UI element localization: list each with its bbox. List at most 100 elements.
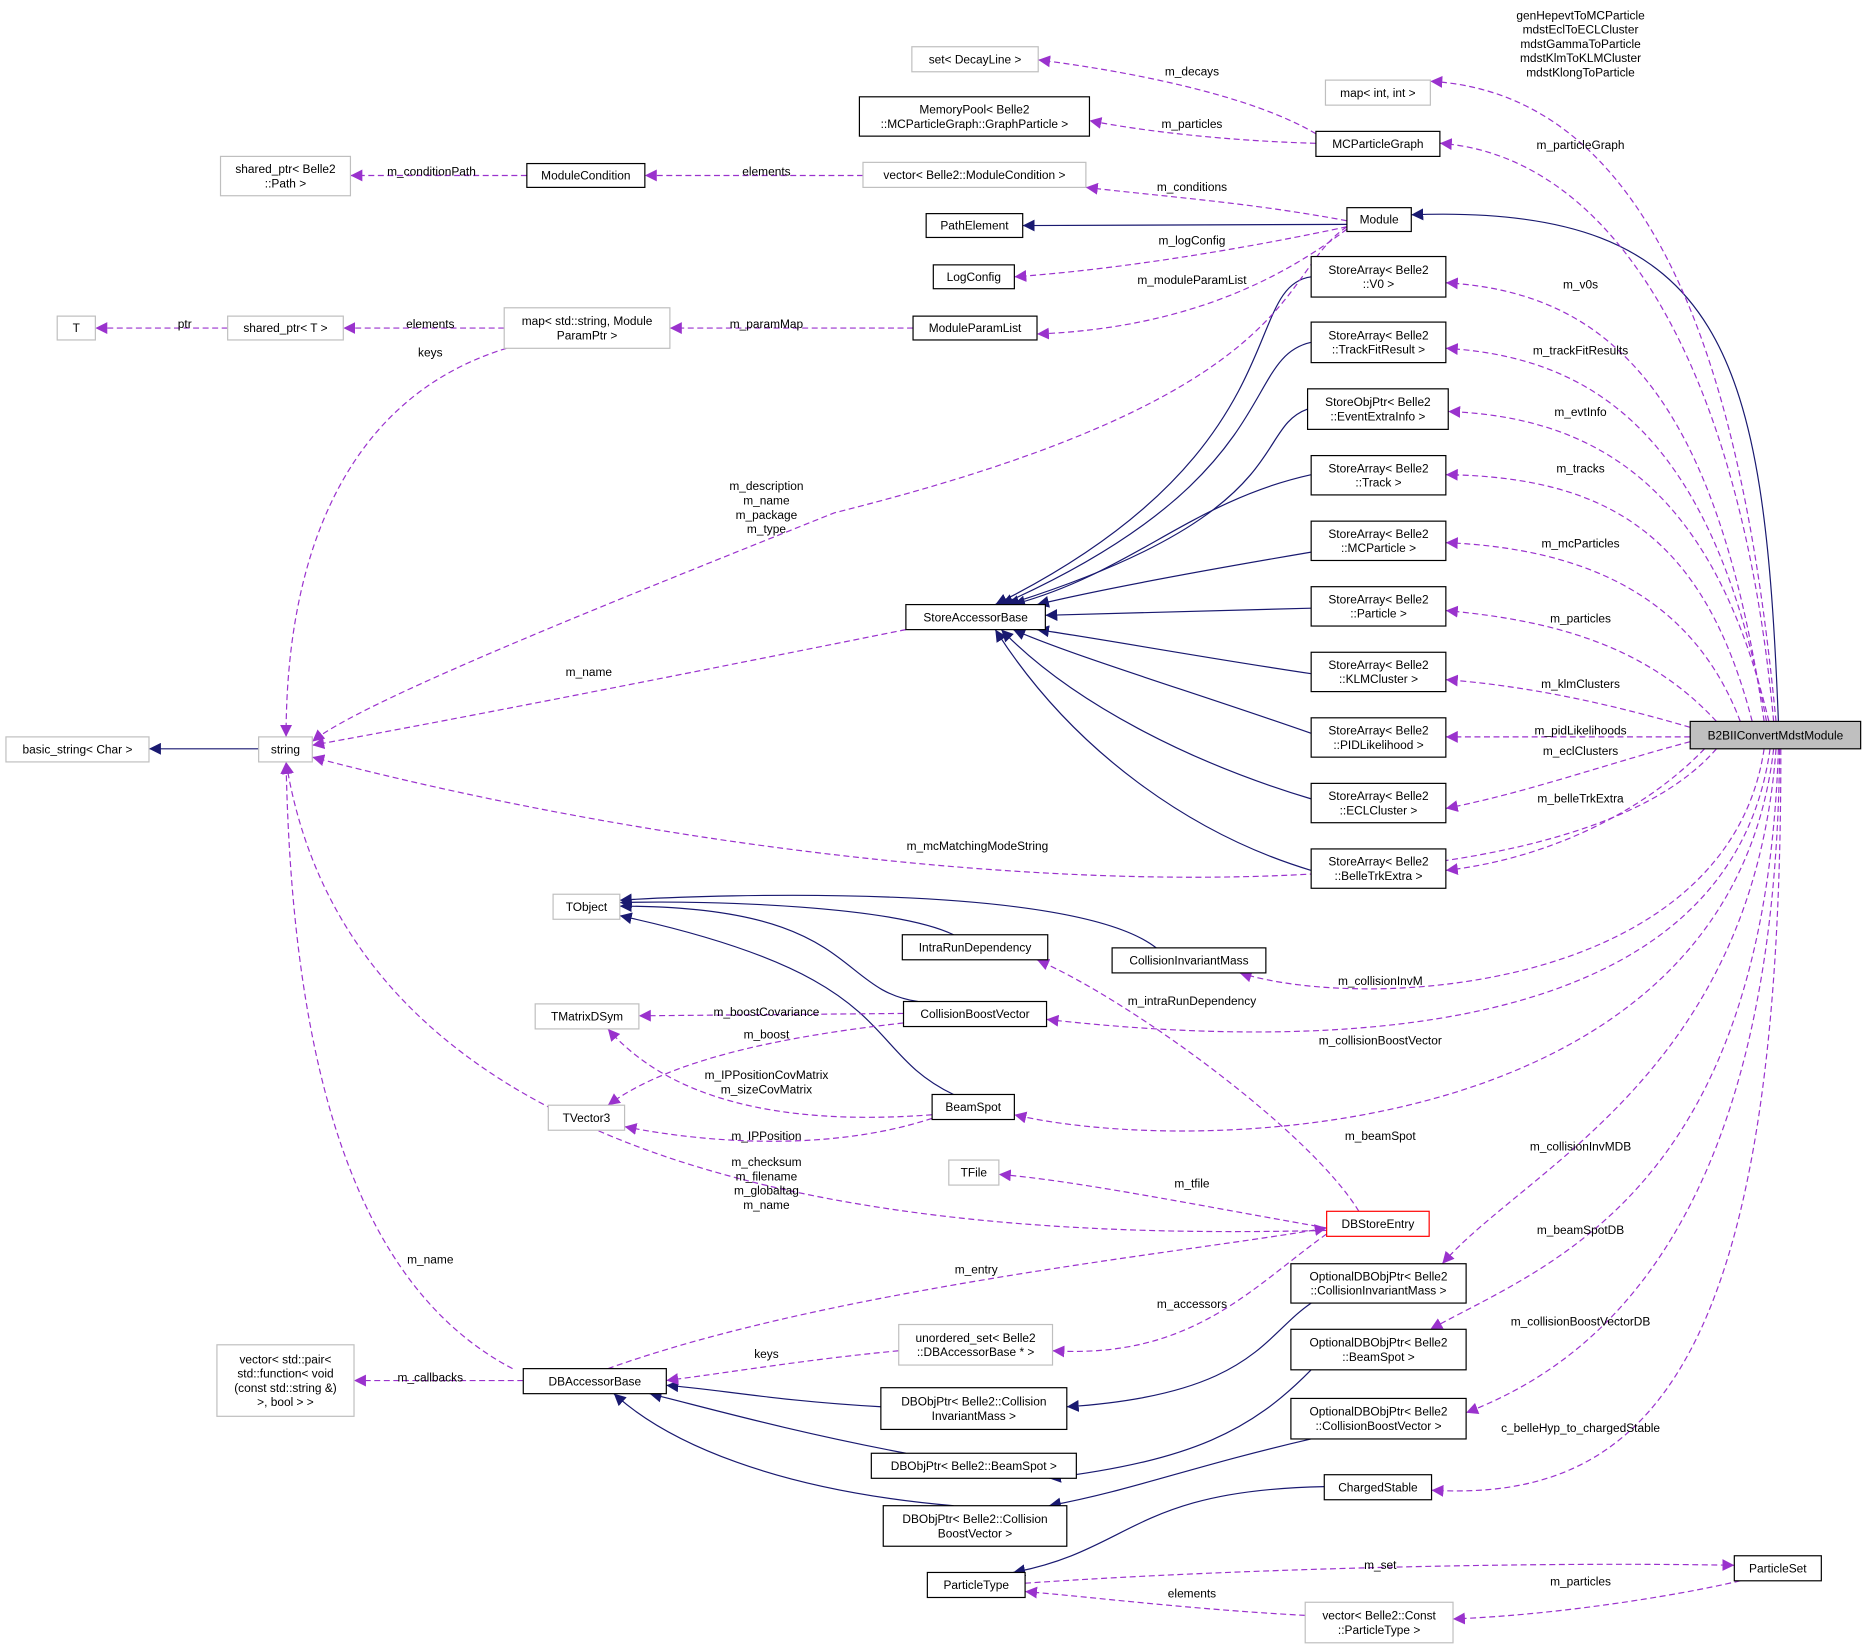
edge-label: m_mcParticles bbox=[1542, 536, 1620, 550]
class-node-basic-string[interactable]: basic_string< Char > bbox=[5, 736, 150, 763]
class-node-intrarundependency[interactable]: IntraRunDependency bbox=[901, 934, 1049, 961]
class-node-b2bii[interactable]: B2BIIConvertMdstModule bbox=[1689, 720, 1862, 750]
node-box bbox=[1310, 782, 1447, 824]
class-node-dbobj-cbv[interactable]: DBObjPtr< Belle2::CollisionBoostVector > bbox=[882, 1505, 1068, 1547]
node-label: BeamSpot bbox=[945, 1100, 1001, 1114]
node-label: set< DecayLine > bbox=[929, 52, 1022, 66]
class-node-modulecondition[interactable]: ModuleCondition bbox=[526, 162, 646, 188]
class-node-collisioninvariantmass[interactable]: CollisionInvariantMass bbox=[1111, 947, 1267, 974]
node-box bbox=[552, 893, 621, 920]
class-node-vector-modulecondition[interactable]: vector< Belle2::ModuleCondition > bbox=[862, 161, 1087, 188]
class-node-t[interactable]: T bbox=[56, 315, 96, 341]
edge-label: m_checksum bbox=[731, 1155, 801, 1169]
node-box bbox=[932, 264, 1015, 290]
node-box bbox=[858, 96, 1091, 137]
edge-label: m_belleTrkExtra bbox=[1537, 791, 1624, 805]
edge-label: m_entry bbox=[955, 1262, 998, 1276]
node-label: ::V0 > bbox=[1363, 277, 1394, 291]
usage-edge-e-entry bbox=[607, 1224, 1327, 1370]
usage-edge-e-mcparticles bbox=[1445, 537, 1741, 722]
node-box bbox=[925, 213, 1024, 239]
node-label: OptionalDBObjPtr< Belle2 bbox=[1310, 1336, 1448, 1350]
class-node-logconfig[interactable]: LogConfig bbox=[932, 264, 1015, 290]
node-box bbox=[1310, 321, 1447, 364]
node-box bbox=[216, 1344, 355, 1417]
class-node-storearray-belletrkextra[interactable]: StoreArray< Belle2::BelleTrkExtra > bbox=[1310, 848, 1447, 889]
class-node-storearray-pidlikelihood[interactable]: StoreArray< Belle2::PIDLikelihood > bbox=[1310, 717, 1447, 758]
class-node-optdb-cbv[interactable]: OptionalDBObjPtr< Belle2::CollisionBoost… bbox=[1290, 1397, 1467, 1440]
usage-edge-e-boost bbox=[607, 1022, 904, 1106]
class-node-chargedstable[interactable]: ChargedStable bbox=[1323, 1474, 1433, 1501]
node-label: ::Track > bbox=[1355, 476, 1401, 490]
usage-edge-e-sab-name bbox=[312, 629, 907, 749]
class-node-vector-pair[interactable]: vector< std::pair<std::function< void(co… bbox=[216, 1344, 355, 1417]
class-node-dbstoreentry[interactable]: DBStoreEntry bbox=[1326, 1210, 1430, 1237]
class-node-memorypool[interactable]: MemoryPool< Belle2::MCParticleGraph::Gra… bbox=[858, 96, 1091, 137]
class-node-pathelement[interactable]: PathElement bbox=[925, 213, 1024, 239]
class-node-moduleparamlist[interactable]: ModuleParamList bbox=[912, 315, 1038, 341]
class-node-storeaccessorbase[interactable]: StoreAccessorBase bbox=[905, 603, 1046, 631]
class-node-storearray-trackfitresult[interactable]: StoreArray< Belle2::TrackFitResult > bbox=[1310, 321, 1447, 364]
node-label: ModuleParamList bbox=[929, 321, 1022, 335]
class-node-beamspot[interactable]: BeamSpot bbox=[931, 1093, 1015, 1121]
edge-label: m_trackFitResults bbox=[1533, 343, 1628, 357]
node-label: ::Particle > bbox=[1350, 607, 1407, 621]
class-node-collisionboostvector[interactable]: CollisionBoostVector bbox=[902, 1000, 1048, 1028]
usage-edge-e-cimdb bbox=[1441, 748, 1777, 1265]
usage-edge-e-klmclusters bbox=[1445, 674, 1691, 728]
class-node-storearray-particle[interactable]: StoreArray< Belle2::Particle > bbox=[1310, 586, 1447, 627]
usage-edge-e-conditions bbox=[1085, 182, 1348, 222]
class-node-storearray-track[interactable]: StoreArray< Belle2::Track > bbox=[1310, 454, 1447, 496]
node-label: TObject bbox=[566, 900, 608, 914]
class-node-map-int-int[interactable]: map< int, int > bbox=[1324, 79, 1431, 106]
class-node-particleset[interactable]: ParticleSet bbox=[1733, 1555, 1822, 1582]
class-node-shared-ptr-t[interactable]: shared_ptr< T > bbox=[227, 315, 344, 341]
node-label: LogConfig bbox=[947, 270, 1001, 284]
class-node-tfile[interactable]: TFile bbox=[948, 1159, 1000, 1186]
edge-label: keys bbox=[418, 346, 443, 360]
class-node-vector-const-particletype[interactable]: vector< Belle2::Const::ParticleType > bbox=[1304, 1601, 1454, 1644]
node-label: ParticleSet bbox=[1749, 1561, 1807, 1575]
class-node-set-decayline[interactable]: set< DecayLine > bbox=[911, 46, 1039, 73]
node-label: IntraRunDependency bbox=[919, 940, 1032, 954]
class-node-storeobjptr-eventextrainfo[interactable]: StoreObjPtr< Belle2::EventExtraInfo > bbox=[1306, 388, 1449, 430]
node-label: DBObjPtr< Belle2::Collision bbox=[902, 1512, 1047, 1526]
class-node-unordered-set[interactable]: unordered_set< Belle2::DBAccessorBase * … bbox=[898, 1323, 1054, 1366]
node-label: StoreArray< Belle2 bbox=[1328, 328, 1429, 342]
inheritance-edge-chargedstable-to-particletype bbox=[1013, 1486, 1325, 1577]
class-node-storearray-klmcluster[interactable]: StoreArray< Belle2::KLMCluster > bbox=[1310, 651, 1447, 693]
usage-edge-e-decays bbox=[1038, 55, 1317, 135]
class-node-module[interactable]: Module bbox=[1346, 207, 1412, 233]
node-box bbox=[905, 603, 1046, 631]
edge-label: m_mcMatchingModeString bbox=[907, 839, 1049, 853]
node-label: ::ECLCluster > bbox=[1340, 803, 1418, 817]
class-node-particletype[interactable]: ParticleType bbox=[926, 1571, 1026, 1599]
class-node-storearray-v0[interactable]: StoreArray< Belle2::V0 > bbox=[1310, 255, 1447, 298]
node-box bbox=[1111, 947, 1267, 974]
edges-layer bbox=[95, 55, 1782, 1625]
usage-edge-e-pt-elements bbox=[1025, 1586, 1306, 1616]
edge-label: elements bbox=[1168, 1586, 1216, 1600]
class-node-storearray-eclcluster[interactable]: StoreArray< Belle2::ECLCluster > bbox=[1310, 782, 1447, 824]
node-label: StoreArray< Belle2 bbox=[1328, 658, 1429, 672]
node-label: StoreArray< Belle2 bbox=[1328, 724, 1429, 738]
class-node-shared-ptr-path[interactable]: shared_ptr< Belle2::Path > bbox=[219, 155, 352, 197]
class-node-optdb-bs[interactable]: OptionalDBObjPtr< Belle2::BeamSpot > bbox=[1290, 1328, 1467, 1371]
class-node-dbobj-bs[interactable]: DBObjPtr< Belle2::BeamSpot > bbox=[870, 1452, 1077, 1479]
node-box bbox=[1324, 79, 1431, 106]
inheritance-edge-eclcluster-to-storeaccessorbase bbox=[1000, 629, 1312, 800]
class-node-dbobj-cim[interactable]: DBObjPtr< Belle2::CollisionInvariantMass… bbox=[880, 1387, 1068, 1431]
nodes-layer: set< DecayLine >MemoryPool< Belle2::MCPa… bbox=[5, 46, 1862, 1644]
inheritance-edge-dbobj-cim-to-dbaccessorbase bbox=[666, 1380, 881, 1408]
class-node-string[interactable]: string bbox=[258, 736, 313, 763]
class-node-tvector3[interactable]: TVector3 bbox=[547, 1104, 626, 1131]
class-node-optdb-cim[interactable]: OptionalDBObjPtr< Belle2::CollisionInvar… bbox=[1290, 1263, 1467, 1304]
class-node-tobject[interactable]: TObject bbox=[552, 893, 621, 920]
edge-label: m_collisionInvMDB bbox=[1530, 1140, 1631, 1154]
class-node-tmatrixdsym[interactable]: TMatrixDSym bbox=[534, 1003, 640, 1030]
class-node-storearray-mcparticle[interactable]: StoreArray< Belle2::MCParticle > bbox=[1310, 520, 1447, 562]
class-node-dbaccessorbase[interactable]: DBAccessorBase bbox=[522, 1368, 667, 1395]
class-node-mcparticlegraph[interactable]: MCParticleGraph bbox=[1315, 130, 1441, 158]
edge-label: m_name bbox=[743, 1198, 790, 1212]
